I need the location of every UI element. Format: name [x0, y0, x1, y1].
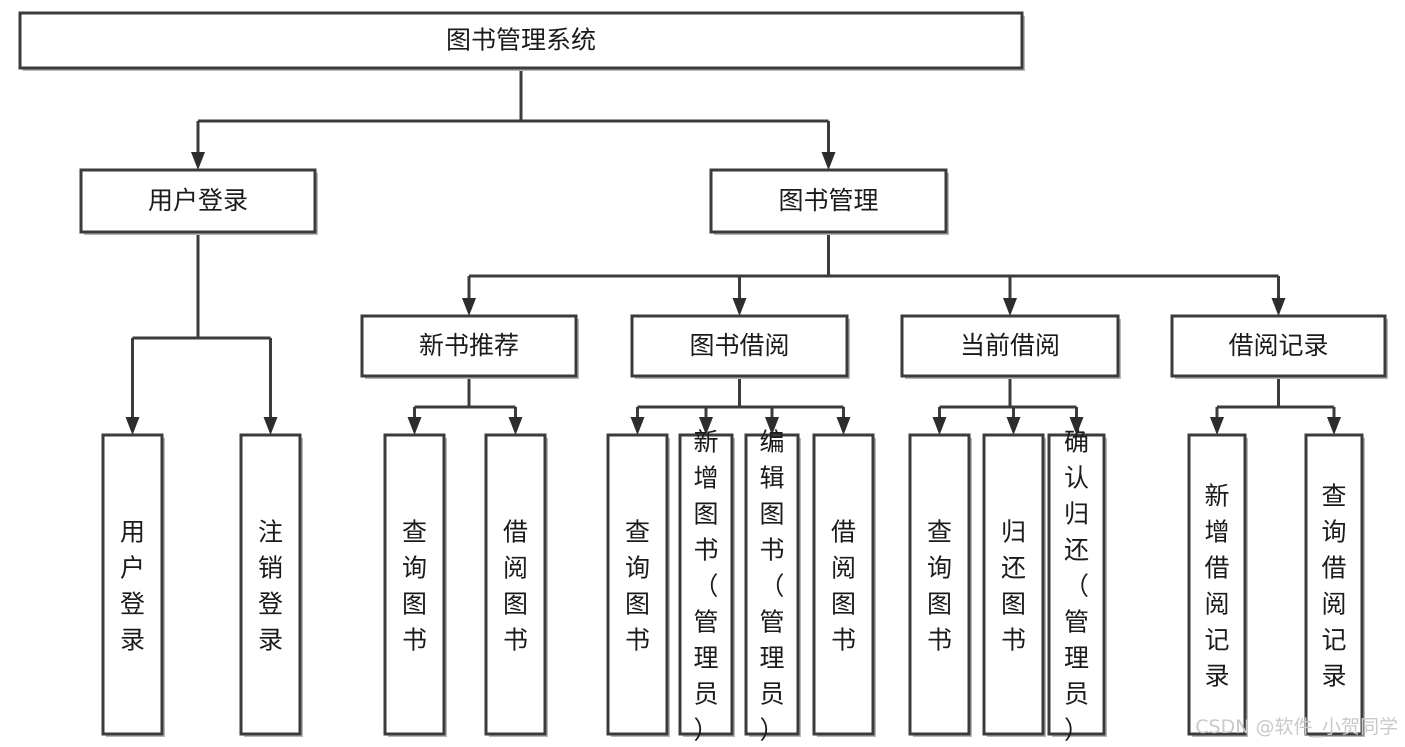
edges-layer	[125, 68, 1341, 435]
node-label: 用户登录	[120, 518, 145, 655]
node-label: 编辑图书（管理员）	[759, 428, 784, 745]
node-label: 新增借阅记录	[1204, 482, 1229, 691]
node-label: 当前借阅	[960, 331, 1060, 360]
node-box[interactable]	[678, 433, 734, 736]
edge-group-borrow-record	[1210, 376, 1341, 435]
node-box[interactable]	[900, 314, 1120, 378]
node-box[interactable]	[101, 433, 164, 736]
node-leaf-add-book[interactable]: 新增图书（管理员）	[678, 428, 735, 745]
node-label: 图书管理	[778, 186, 878, 215]
node-box[interactable]	[1047, 433, 1106, 736]
node-label: 查询借阅记录	[1321, 482, 1346, 691]
node-box[interactable]	[630, 314, 849, 378]
node-box[interactable]	[79, 168, 317, 234]
csdn-watermark: CSDN @软件_小贺同学	[1195, 716, 1398, 738]
node-box[interactable]	[360, 314, 578, 378]
node-label: 新增图书（管理员）	[693, 428, 718, 745]
node-new-book-rec[interactable]: 新书推荐	[360, 314, 579, 379]
node-label: 查询图书	[927, 518, 952, 655]
node-box[interactable]	[709, 168, 948, 234]
node-book-manage[interactable]: 图书管理	[709, 168, 949, 235]
node-box[interactable]	[606, 433, 669, 736]
node-current-borrow[interactable]: 当前借阅	[900, 314, 1121, 379]
node-leaf-query-book-1[interactable]: 查询图书	[383, 433, 447, 737]
node-box[interactable]	[484, 433, 547, 736]
node-leaf-add-record[interactable]: 新增借阅记录	[1187, 433, 1248, 737]
node-label: 图书借阅	[689, 331, 789, 360]
node-book-borrow[interactable]: 图书借阅	[630, 314, 850, 379]
node-label: 查询图书	[625, 518, 650, 655]
edge-group-new-book-rec	[407, 376, 523, 435]
node-box[interactable]	[812, 433, 875, 736]
node-box[interactable]	[982, 433, 1045, 736]
node-label: 查询图书	[402, 518, 427, 655]
node-label: 注销登录	[258, 518, 283, 655]
node-leaf-query-record[interactable]: 查询借阅记录	[1304, 433, 1365, 737]
node-box[interactable]	[1304, 433, 1364, 736]
node-leaf-user-login[interactable]: 用户登录	[101, 433, 165, 737]
node-user-login[interactable]: 用户登录	[79, 168, 318, 235]
node-box[interactable]	[908, 433, 971, 736]
node-label: 用户登录	[148, 186, 248, 215]
node-leaf-edit-book[interactable]: 编辑图书（管理员）	[744, 428, 801, 745]
node-label: 图书管理系统	[446, 26, 596, 55]
edge-group-current-borrow	[932, 376, 1084, 435]
node-label: 确认归还（管理员）	[1064, 428, 1089, 745]
node-box[interactable]	[1187, 433, 1247, 736]
node-label: 借阅记录	[1228, 331, 1328, 360]
node-leaf-return-book[interactable]: 归还图书	[982, 433, 1046, 737]
node-label: 借阅图书	[503, 518, 528, 655]
node-label: 新书推荐	[419, 331, 519, 360]
node-leaf-query-book-3[interactable]: 查询图书	[908, 433, 972, 737]
node-leaf-borrow-book-2[interactable]: 借阅图书	[812, 433, 876, 737]
node-borrow-record[interactable]: 借阅记录	[1170, 314, 1388, 379]
node-label: 归还图书	[1001, 518, 1026, 655]
node-leaf-logout[interactable]: 注销登录	[239, 433, 303, 737]
node-box[interactable]	[383, 433, 446, 736]
node-label: 借阅图书	[831, 518, 856, 655]
node-box[interactable]	[18, 11, 1024, 70]
node-leaf-borrow-book-1[interactable]: 借阅图书	[484, 433, 548, 737]
edge-group-book-manage	[462, 232, 1286, 316]
edge-group-root	[191, 68, 836, 170]
node-box[interactable]	[1170, 314, 1387, 378]
nodes-layer: 图书管理系统用户登录图书管理新书推荐图书借阅当前借阅借阅记录用户登录注销登录查询…	[18, 11, 1388, 745]
node-leaf-query-book-2[interactable]: 查询图书	[606, 433, 670, 737]
edge-group-user-login	[125, 232, 278, 435]
node-root[interactable]: 图书管理系统	[18, 11, 1025, 71]
edge-group-book-borrow	[630, 376, 851, 435]
node-leaf-confirm-return[interactable]: 确认归还（管理员）	[1047, 428, 1107, 745]
node-box[interactable]	[744, 433, 800, 736]
node-box[interactable]	[239, 433, 302, 736]
